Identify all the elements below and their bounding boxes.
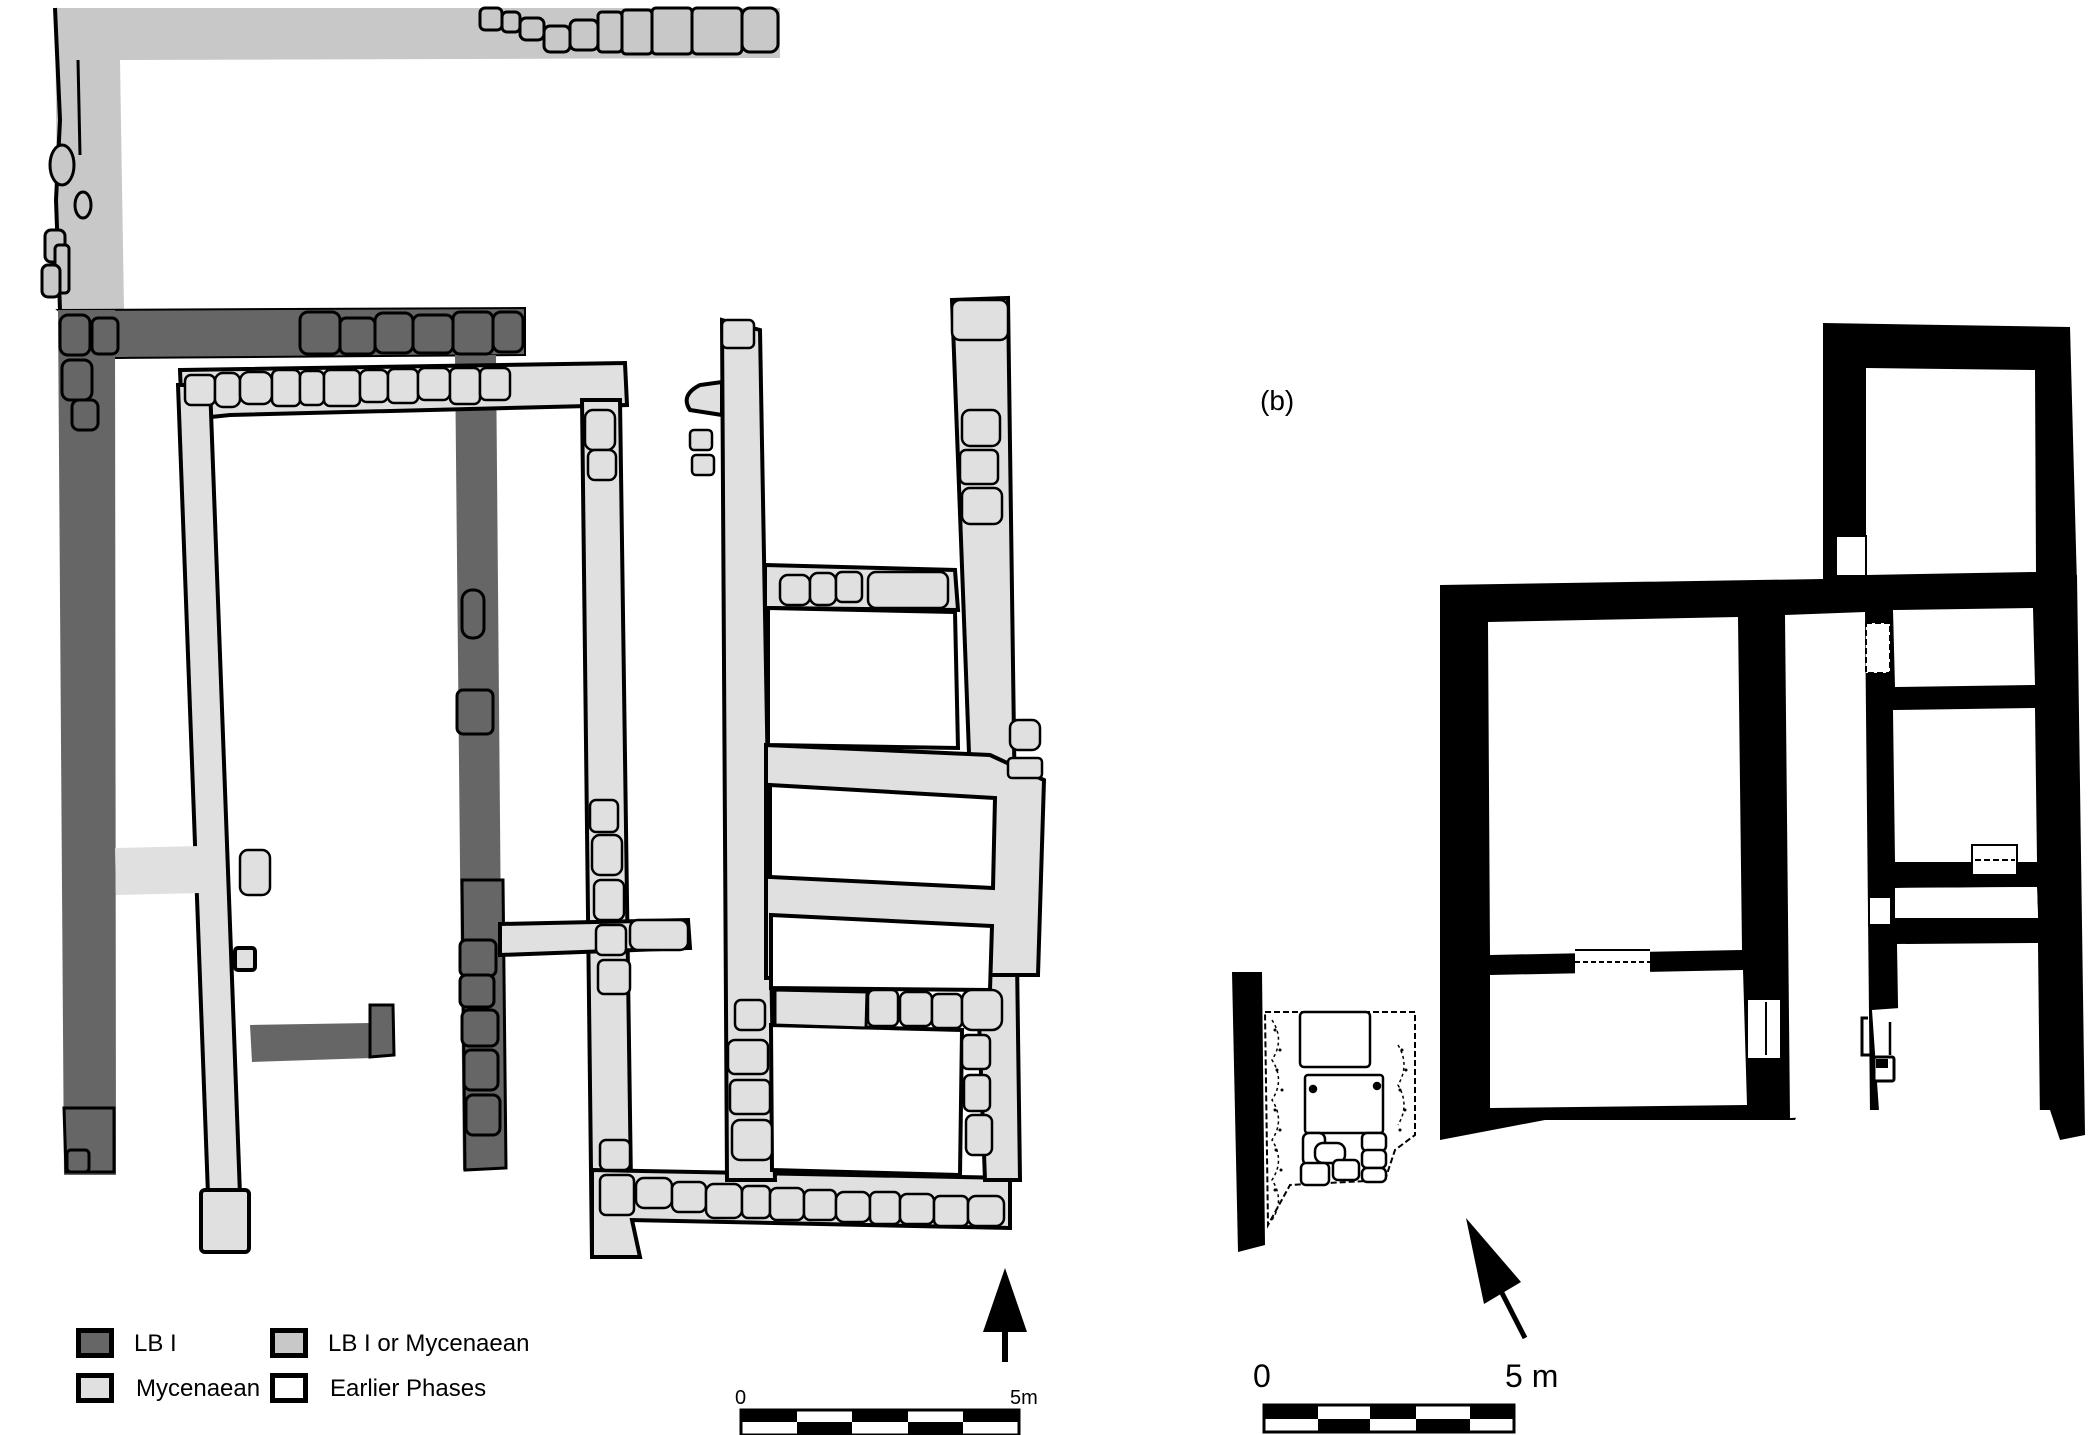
wall-lb1-or-mycenaean [40,6,780,311]
legend-swatch-lb1 [76,1328,114,1358]
scale-a-start-label: 0 [735,1387,747,1409]
legend-label-lb1: LB I [134,1330,177,1357]
scale-b-end-label: 5 m [1505,1358,1559,1394]
legend-label-mycenaean: Mycenaean [136,1375,261,1402]
legend-label-lb1-or-mycenaean: LB I or Mycenaean [328,1330,530,1357]
legend-swatch-earlier-phases [270,1373,308,1403]
scale-a-end-label: 5m [1010,1387,1038,1409]
plan-a [40,6,1047,1435]
legend-swatch-mycenaean [76,1373,114,1403]
rooms-a [766,605,998,1178]
slab [773,988,869,1030]
pavement [1263,1010,1416,1229]
stones-mycenaean [183,298,1044,1228]
scale-bar-a [739,1408,1021,1435]
north-arrow-icon [983,1268,1027,1362]
west-wall [1232,972,1265,1252]
legend-swatch-lb1-or-mycenaean [270,1328,308,1358]
main-complex [1440,575,2085,1140]
panel-b-label: (b) [1260,385,1295,416]
wall-lb1 [55,306,526,1175]
scale-b-start-label: 0 [1253,1358,1271,1394]
tower-room [1823,323,2077,595]
legend-label-earlier-phases: Earlier Phases [330,1375,487,1402]
north-arrow-rotated-icon [1466,1218,1528,1340]
plan-b [1232,323,2085,1434]
scale-bar-b [1262,1403,1516,1434]
